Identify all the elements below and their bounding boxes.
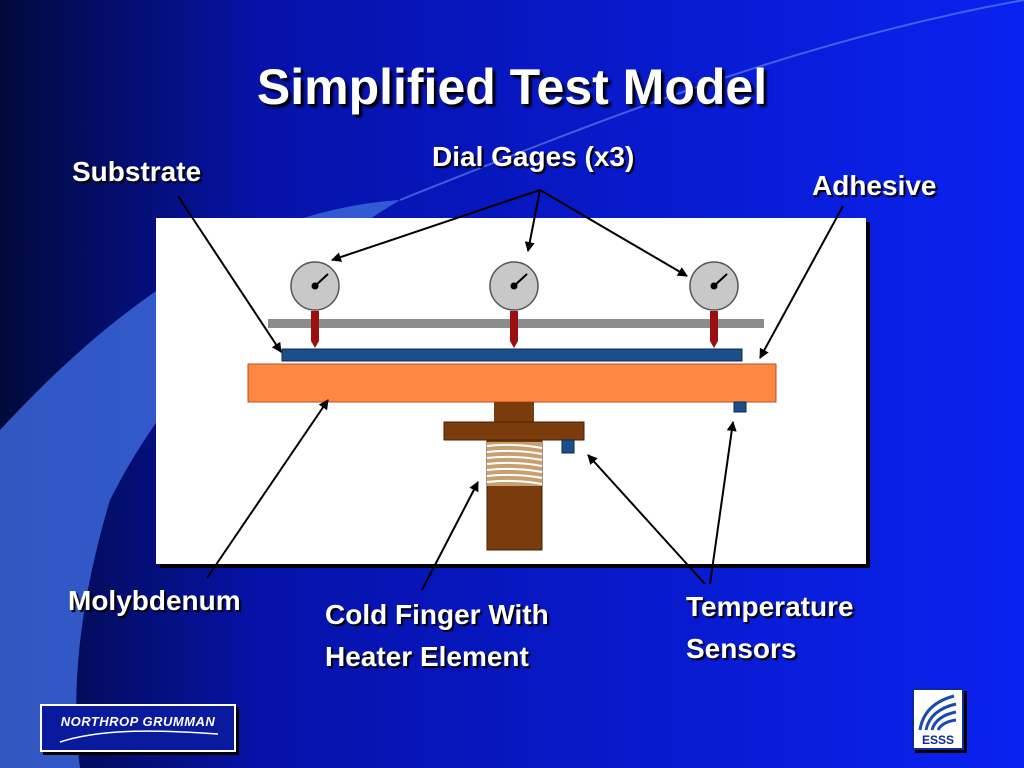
esss-logo-text: ESSS [914,733,962,747]
label-molybdenum: Molybdenum [68,585,241,616]
label-cold-finger-line1: Cold Finger With [325,599,549,630]
northrop-grumman-logo-text: NORTHROP GRUMMAN [60,714,216,729]
temperature-sensor [733,401,747,413]
test-model-diagram [247,261,777,551]
northrop-grumman-logo: NORTHROP GRUMMAN [40,704,236,752]
label-cold-finger-line2: Heater Element [325,641,529,672]
label-adhesive: Adhesive [812,170,937,201]
dial-gage-icon [489,261,539,348]
label-dial-gages: Dial Gages (x3) [432,141,635,172]
diagram-panel [156,218,866,564]
molybdenum-plate [247,363,777,403]
temperature-sensor [561,439,575,454]
slide-title: Simplified Test Model [256,59,768,115]
dial-gage-icon [689,261,739,348]
label-substrate: Substrate [72,156,202,187]
dial-gage-icon [290,261,340,348]
northrop-swoosh-icon [59,730,219,743]
esss-logo: ESSS [912,688,964,750]
label-temp-sensors-line2: Sensors [686,633,797,664]
substrate-layer [281,348,743,362]
label-temp-sensors-line1: Temperature [686,591,854,622]
esss-logo-icon [916,692,960,732]
label-temperature-sensors: Temperature Sensors [686,586,854,670]
cold-finger-flange [443,421,585,441]
label-cold-finger: Cold Finger With Heater Element [325,594,549,678]
cold-finger-neck [494,402,534,422]
heater-element [486,442,543,486]
